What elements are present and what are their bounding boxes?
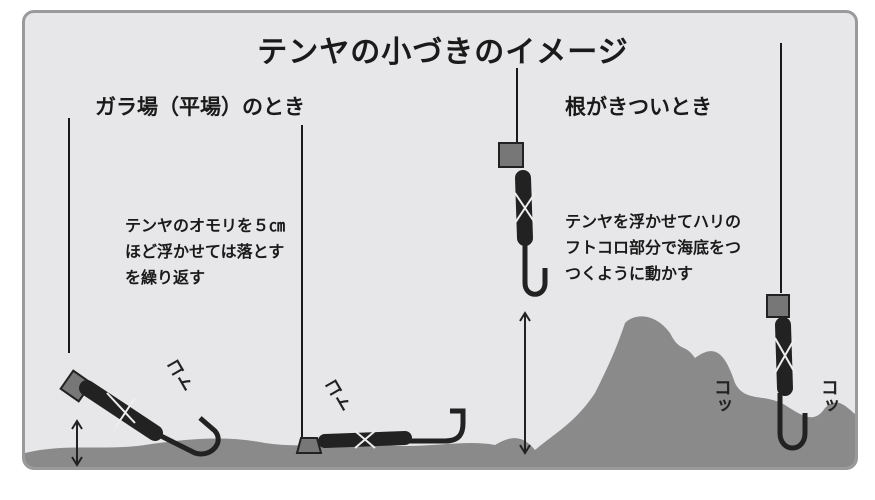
- note-flat-ground: テンヤのオモリを５㎝ほど浮かせては落とすを繰り返す: [125, 216, 286, 287]
- sound-effect-4: コッ: [818, 378, 839, 414]
- illustration: [25, 43, 855, 467]
- diagram-panel: テンヤの小づきのイメージ ガラ場（平場）のとき 根がきついとき テンヤのオモリを…: [22, 10, 858, 470]
- heading-flat-ground: ガラ場（平場）のとき: [95, 95, 305, 119]
- note-rocky-ground: テンヤを浮かせてハリのフトコロ部分で海底をつつくように動かす: [565, 212, 742, 283]
- tenya-rig-1: [59, 369, 221, 467]
- tenya-rig-3: [498, 142, 548, 455]
- seabed-flat: [25, 316, 855, 467]
- tenya-rig-4: [766, 294, 808, 451]
- sound-effect-3: コッ: [711, 378, 732, 414]
- heading-rocky-ground: 根がきついとき: [565, 95, 712, 119]
- tenya-rig-2: [295, 408, 466, 454]
- diagram-title: テンヤの小づきのイメージ: [257, 35, 629, 70]
